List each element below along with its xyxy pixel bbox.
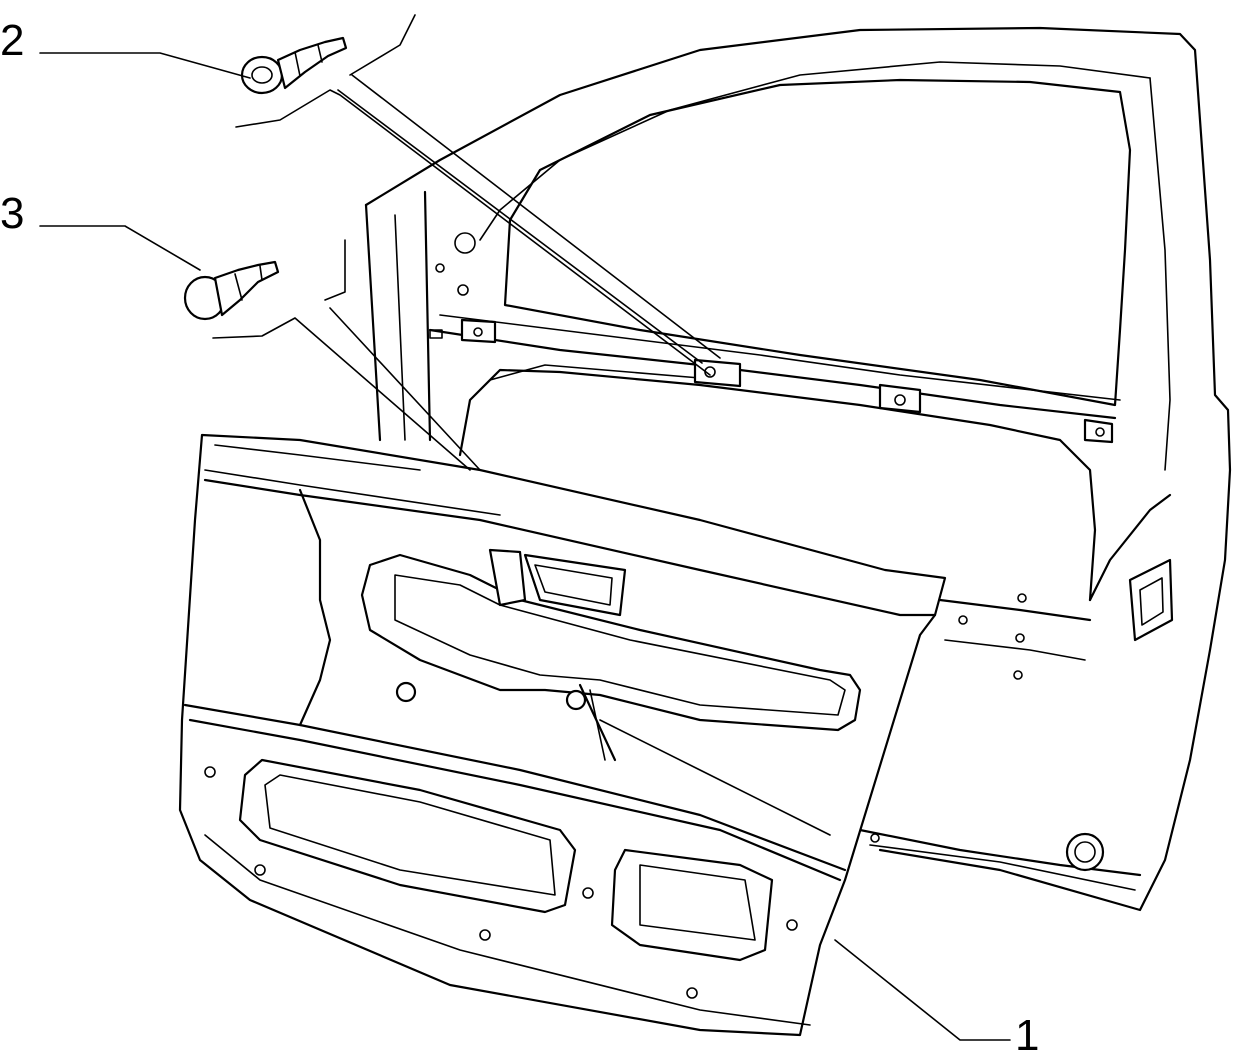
door-trim-panel: [178, 433, 947, 1037]
leader-lines: [39, 14, 1011, 1041]
callout-2-label: 2: [0, 16, 24, 65]
fastener-clip-large: [240, 36, 348, 95]
callout-1-label: 1: [1015, 1011, 1039, 1053]
callout-labels: 2 3 1: [0, 16, 1039, 1053]
fastener-clip-small: [183, 260, 280, 321]
callout-3-label: 3: [0, 189, 24, 238]
door-frame: [364, 26, 1232, 912]
